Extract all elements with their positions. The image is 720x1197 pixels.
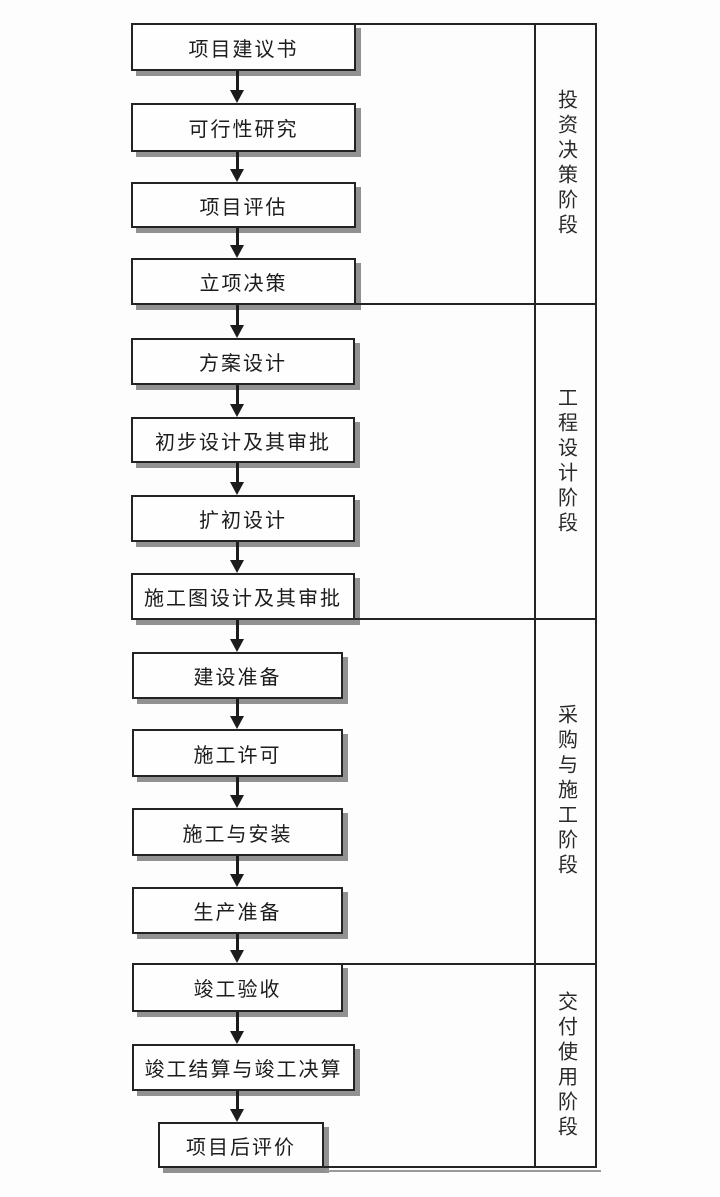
phase-column-left-line (534, 23, 536, 1168)
flow-box-expanded-preliminary-design: 扩初设计 (131, 495, 355, 542)
flow-box-project-proposal: 项目建议书 (131, 23, 356, 71)
phase-label-text: 采购与施工阶段 (554, 704, 577, 879)
phase-label-handover-and-use: 交付使用阶段 (536, 965, 595, 1166)
down-arrow (230, 385, 245, 417)
arrow-head-icon (230, 169, 244, 182)
arrow-stem (236, 777, 239, 800)
flow-box-label: 生产准备 (193, 902, 282, 924)
arrow-head-icon (230, 404, 244, 417)
flow-box-label: 初步设计及其审批 (155, 431, 331, 454)
flow-box-label: 扩初设计 (199, 510, 287, 532)
arrow-head-icon (230, 560, 244, 573)
down-arrow (230, 542, 245, 573)
down-arrow (230, 463, 245, 495)
flow-box-project-approval-decision: 立项决策 (131, 258, 356, 305)
arrow-stem (236, 463, 239, 487)
flow-box-label: 方案设计 (199, 353, 287, 375)
arrow-head-icon (230, 1031, 244, 1044)
down-arrow (230, 620, 245, 652)
flow-box-construction-drawing-design-and-approval: 施工图设计及其审批 (131, 573, 355, 620)
arrow-stem (236, 1091, 239, 1114)
arrow-head-icon (230, 795, 244, 808)
flow-box-preliminary-design-and-approval: 初步设计及其审批 (131, 417, 355, 463)
flow-box-feasibility-study: 可行性研究 (131, 103, 356, 152)
flow-box-completion-acceptance: 竣工验收 (132, 963, 343, 1012)
arrow-stem (236, 856, 239, 879)
arrow-head-icon (230, 1109, 244, 1122)
arrow-stem (236, 385, 239, 409)
flow-box-production-preparation: 生产准备 (132, 887, 343, 934)
phase-label-engineering-design: 工程设计阶段 (536, 305, 595, 618)
arrow-stem (236, 228, 239, 250)
phase-label-procurement-and-construction: 采购与施工阶段 (536, 620, 595, 963)
section-divider-line (353, 618, 597, 620)
flow-box-label: 施工许可 (193, 744, 282, 767)
flow-box-construction-permit: 施工许可 (132, 729, 343, 777)
phase-label-text: 投资决策阶段 (554, 89, 577, 239)
flow-box-label: 竣工结算与竣工决算 (144, 1059, 343, 1081)
arrow-stem (236, 305, 239, 330)
flow-box-post-project-evaluation: 项目后评价 (158, 1122, 324, 1168)
arrow-head-icon (230, 874, 244, 887)
down-arrow (230, 699, 245, 729)
arrow-head-icon (230, 325, 244, 338)
arrow-stem (236, 934, 239, 955)
down-arrow (230, 856, 245, 887)
flow-box-completion-settlement-and-final-accounts: 竣工结算与竣工决算 (132, 1044, 355, 1091)
arrow-head-icon (230, 482, 244, 495)
arrow-head-icon (230, 639, 244, 652)
flow-box-label: 可行性研究 (188, 119, 299, 141)
section-divider-line (341, 963, 597, 965)
down-arrow (230, 152, 245, 182)
flow-box-label: 项目建议书 (188, 38, 299, 61)
phase-label-text: 交付使用阶段 (554, 990, 577, 1141)
flow-box-label: 施工与安装 (182, 823, 293, 846)
phase-label-text: 工程设计阶段 (554, 386, 577, 537)
down-arrow (230, 71, 245, 103)
arrow-head-icon (230, 716, 244, 729)
down-arrow (230, 1091, 245, 1122)
down-arrow (230, 305, 245, 338)
arrow-stem (236, 152, 239, 174)
phase-column-right-line (595, 23, 597, 1168)
flow-box-label: 项目后评价 (186, 1136, 296, 1159)
section-divider-line (354, 303, 597, 305)
arrow-head-icon (230, 950, 244, 963)
arrow-stem (236, 542, 239, 565)
flow-box-label: 项目评估 (199, 196, 288, 219)
flow-box-label: 施工图设计及其审批 (144, 588, 342, 610)
down-arrow (230, 1012, 245, 1044)
flow-box-project-evaluation: 项目评估 (131, 182, 356, 228)
arrow-stem (236, 699, 239, 721)
arrow-head-icon (230, 245, 244, 258)
arrow-head-icon (230, 90, 244, 103)
arrow-stem (236, 71, 239, 95)
flow-box-schematic-design: 方案设计 (131, 338, 355, 385)
flow-box-construction-and-installation: 施工与安装 (132, 808, 343, 856)
flow-box-label: 竣工验收 (193, 979, 282, 1001)
section-bottom-line (322, 1166, 597, 1168)
phase-label-investment-decision: 投资决策阶段 (536, 25, 595, 303)
down-arrow (230, 777, 245, 808)
arrow-stem (236, 1012, 239, 1036)
flow-box-label: 立项决策 (199, 273, 288, 295)
down-arrow (230, 228, 245, 258)
flow-box-label: 建设准备 (193, 667, 282, 689)
arrow-stem (236, 620, 239, 644)
flow-box-construction-preparation: 建设准备 (132, 652, 343, 699)
section-top-line (354, 23, 597, 25)
down-arrow (230, 934, 245, 963)
